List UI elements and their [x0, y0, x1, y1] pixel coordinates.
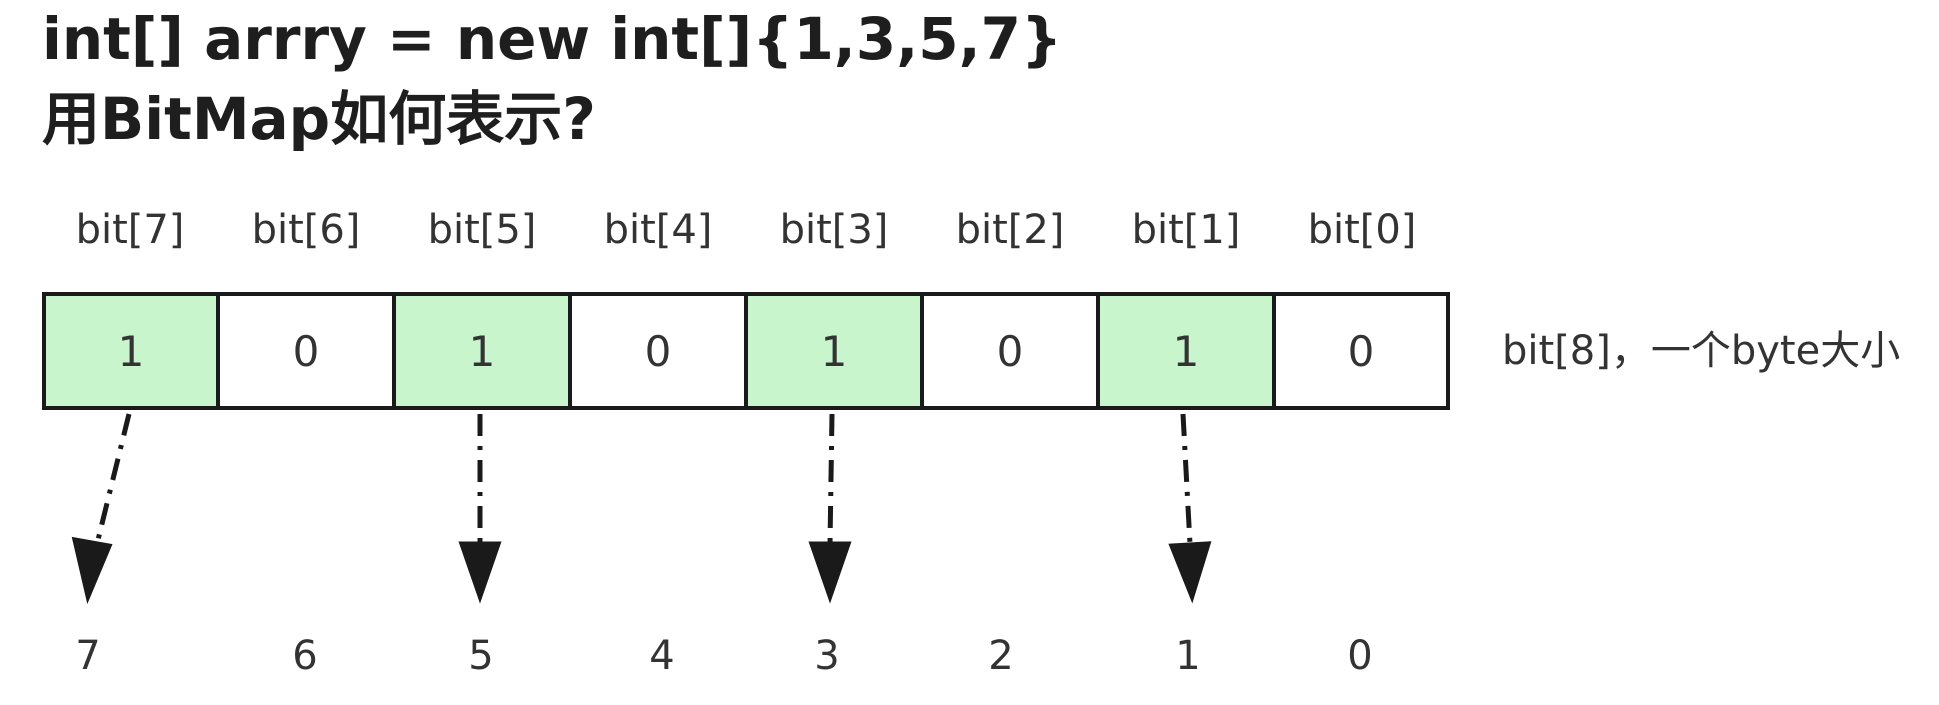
bit-label-5: bit[5] — [427, 207, 537, 253]
title-code-line: int[] arrry = new int[]{1,3,5,7} — [42, 5, 1063, 73]
bit-label-3: bit[3] — [779, 207, 889, 253]
bit-cell-0: 0 — [1272, 292, 1450, 410]
bit-cell-1: 1 — [1096, 292, 1276, 410]
bit-label-0: bit[0] — [1307, 207, 1417, 253]
bit-cell-5: 1 — [392, 292, 572, 410]
bit-cell-4: 0 — [568, 292, 748, 410]
index-label-7: 7 — [75, 633, 101, 679]
arrow-bit-7 — [71, 413, 132, 605]
byte-size-caption: bit[8]，一个byte大小 — [1502, 328, 1901, 374]
bit-cell-3: 1 — [744, 292, 924, 410]
index-label-4: 4 — [649, 633, 675, 679]
bit-label-7: bit[7] — [75, 207, 185, 253]
index-label-0: 0 — [1347, 633, 1373, 679]
title-question-line: 用BitMap如何表示? — [42, 85, 596, 153]
index-label-1: 1 — [1175, 633, 1201, 679]
arrow-bit-3 — [808, 413, 852, 604]
arrow-bit-1 — [1168, 413, 1212, 604]
arrow-bit-5 — [458, 414, 502, 604]
bit-label-6: bit[6] — [251, 207, 361, 253]
bit-label-4: bit[4] — [603, 207, 713, 253]
index-label-3: 3 — [814, 633, 840, 679]
bit-label-1: bit[1] — [1131, 207, 1241, 253]
bit-label-2: bit[2] — [955, 207, 1065, 253]
index-label-2: 2 — [988, 633, 1014, 679]
index-label-6: 6 — [292, 633, 318, 679]
index-label-5: 5 — [468, 633, 494, 679]
